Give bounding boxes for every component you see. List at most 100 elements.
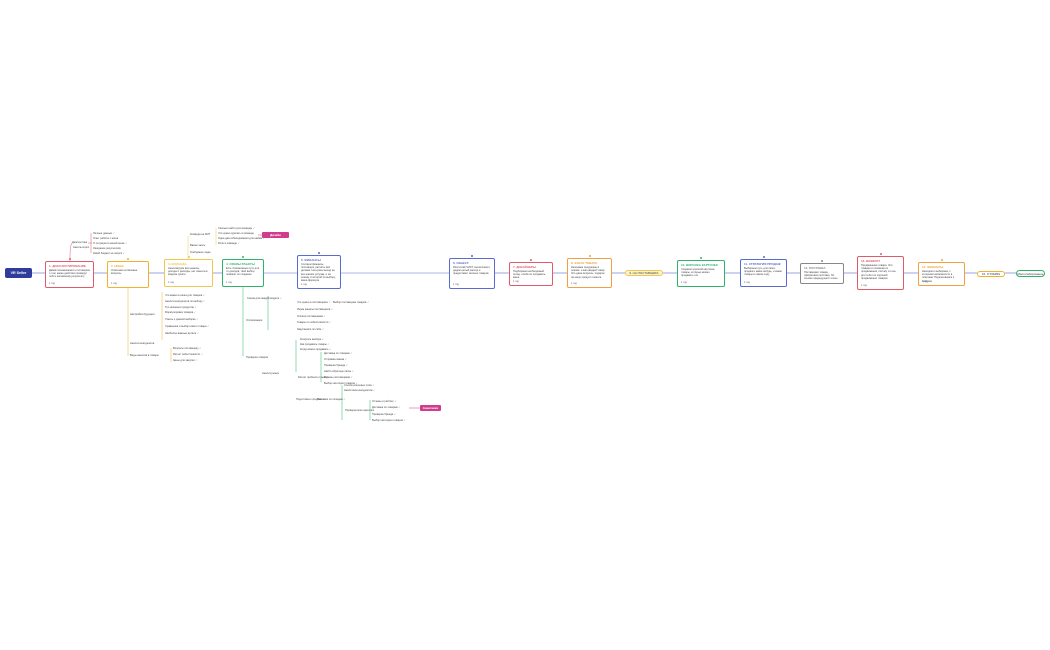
- leaf-label[interactable]: Сколько найти для команды ✓: [218, 227, 255, 230]
- leaf-label[interactable]: Проверка бренда ✓: [372, 413, 396, 416]
- leaf-label[interactable]: Формулировка товаров ✓: [165, 311, 196, 314]
- tag-badge[interactable]: Анкетанки: [420, 405, 441, 411]
- stage-pill[interactable]: 15. ОТЗЫВЫ: [977, 271, 1005, 277]
- leaf-label[interactable]: Расчет прибыли и вывод: [298, 376, 328, 379]
- leaf-label[interactable]: Что нужно в поставщиках ✓: [297, 301, 331, 304]
- branch-label-team[interactable]: Команда на 3МТ: [190, 233, 210, 236]
- leaf-label[interactable]: Опыт работы с ниша: [93, 237, 118, 240]
- leaf-label[interactable]: Доставка по товарам ✓: [324, 352, 352, 355]
- stage-description: Продвижение товара. Это главная и основн…: [861, 264, 896, 280]
- branch-label-important[interactable]: Важно знать: [190, 244, 205, 247]
- expand-dot[interactable]: [187, 256, 190, 258]
- branch-label-people[interactable]: Требуемые люди: [190, 251, 211, 254]
- leaf-label[interactable]: Проверка всех карточек: [345, 409, 374, 412]
- leaf-label[interactable]: Сравнение и выбор нового товара ✓: [165, 325, 209, 328]
- leaf-label[interactable]: Цены для закупки ✓: [173, 359, 198, 362]
- leaf-label[interactable]: Контроль выбора ✓: [300, 338, 324, 341]
- leaf-label[interactable]: Подготовка к продаже ✓: [296, 398, 326, 401]
- root-node[interactable]: VR Seller: [5, 268, 32, 278]
- leaf-label[interactable]: Оплата поставщикам ✓: [297, 315, 326, 318]
- leaf-label[interactable]: Расчет себестоимости ✓: [173, 353, 203, 356]
- check-icon: ✓: [322, 398, 326, 401]
- tag-badge[interactable]: Дизайн: [262, 232, 289, 238]
- stage-pill[interactable]: 9. НА ПОСТАВЩИКА: [625, 270, 663, 276]
- leaf-label[interactable]: Топ нишевых продуктов ✓: [165, 306, 197, 309]
- leaf-label[interactable]: Какой бюджет на запуск ✓: [93, 252, 125, 255]
- expand-dot[interactable]: [940, 259, 943, 261]
- branch-label-optimization[interactable]: Оптимизация: [246, 319, 262, 322]
- expand-dot[interactable]: [700, 257, 702, 259]
- expand-dot[interactable]: [530, 259, 532, 261]
- leaf-label[interactable]: Узнать о данной выборке ✓: [165, 318, 199, 321]
- check-icon: ✓: [279, 297, 283, 300]
- stage-meta: 1 год: [744, 281, 750, 284]
- leaf-label[interactable]: Найти обратную связь ✓: [324, 370, 354, 373]
- branch-label-survey[interactable]: Анкета-опрос: [73, 246, 89, 249]
- leaf-label[interactable]: Выбор категории товаров ✓: [372, 419, 406, 422]
- leaf-label[interactable]: О ситуации в нашей нише ✓: [93, 242, 128, 245]
- branch-label-text: Анализ конкурентов по выбору: [165, 300, 203, 303]
- leaf-label[interactable]: Когда можно продавать ✓: [300, 348, 331, 351]
- stage-description: Рассчитай ЧИСТ, вычисляем и дадим целый …: [453, 266, 490, 276]
- leaf-label[interactable]: Ищем каналы поставщиков ✓: [297, 308, 333, 311]
- expand-dot[interactable]: [821, 260, 823, 262]
- branch-label-setup[interactable]: Настройка будущего: [130, 313, 155, 316]
- expand-dot[interactable]: [318, 252, 320, 254]
- leaf-label[interactable]: Что нужно сделать в команде: [218, 232, 254, 235]
- expand-dot[interactable]: [879, 253, 882, 255]
- leaf-label[interactable]: Аналитика конкурентов ✓: [344, 389, 375, 392]
- stage-title: 8. ЗАКАЗ ТОВАРА: [571, 261, 598, 265]
- leaf-label[interactable]: Один-два собеседования для найма ✓: [218, 237, 265, 240]
- leaf-label[interactable]: Отправка заказа ✓: [324, 358, 347, 361]
- leaf-label[interactable]: Ожидание результатов: [93, 247, 121, 250]
- leaf-label[interactable]: Закупаемся по себе ✓: [297, 328, 324, 331]
- branch-label-analysis[interactable]: Виды анализа в товары: [130, 354, 159, 357]
- stage-card[interactable]: 6. СЕБЕСТ.Рассчитай ЧИСТ, вычисляем и да…: [449, 258, 495, 289]
- branch-label-scheme[interactable]: Схема для каждой модели ✓: [247, 297, 282, 300]
- leaf-label[interactable]: Доставка по товарам ✓: [372, 406, 400, 409]
- expand-dot[interactable]: [68, 258, 71, 260]
- stage-description: Отвечаем на базовые вопросы: [111, 269, 138, 276]
- leaf-label[interactable]: Отзывы поставщиков ✓: [324, 376, 353, 379]
- branch-label-diagnostics[interactable]: Диагностика: [72, 241, 87, 244]
- check-icon: ✓: [193, 306, 197, 309]
- leaf-label[interactable]: Вопросы поставщику ✓: [173, 347, 201, 350]
- check-icon: ✓: [349, 376, 353, 379]
- leaf-label[interactable]: Роли в команде ✓: [218, 242, 240, 245]
- leaf-label[interactable]: Личные данные ✓: [93, 232, 115, 235]
- expand-dot[interactable]: [762, 256, 765, 258]
- leaf-label[interactable]: Что важно в ниша для товаров ✓: [165, 294, 205, 297]
- stage-pill[interactable]: Масштабирование: [1016, 270, 1045, 277]
- check-icon: ✓: [202, 294, 206, 297]
- expand-dot[interactable]: [471, 255, 473, 257]
- leaf-label[interactable]: Отзывы и рейтинг ✓: [372, 400, 397, 403]
- leaf-label[interactable]: Выбор поставщика товаров ✓: [333, 301, 369, 304]
- branch-label-market[interactable]: Анализ рынка: [262, 372, 279, 375]
- leaf-label[interactable]: Список ключевых слов ✓: [344, 384, 375, 387]
- leaf-label[interactable]: Проверка бренда ✓: [324, 364, 348, 367]
- leaf-label[interactable]: Как продавать товары ✓: [300, 343, 330, 346]
- leaf-label[interactable]: Наиболее важные детали ✓: [165, 332, 199, 335]
- leaf-label[interactable]: Товары по себестоимости ✓: [297, 321, 331, 324]
- expand-dot[interactable]: [242, 256, 244, 258]
- branch-label-check[interactable]: Проверка товаров: [246, 356, 268, 359]
- expand-dot[interactable]: [588, 255, 591, 257]
- expand-dot[interactable]: [127, 258, 129, 260]
- branch-label-competitors[interactable]: Анализ конкурентов: [130, 342, 154, 345]
- leaf-label[interactable]: Поставки по складам ✓: [317, 398, 346, 401]
- leaf-label[interactable]: Выбор категории товаров ✓: [324, 382, 358, 385]
- leaf-label[interactable]: Анализ конкурентов по выбору ✓: [165, 300, 205, 303]
